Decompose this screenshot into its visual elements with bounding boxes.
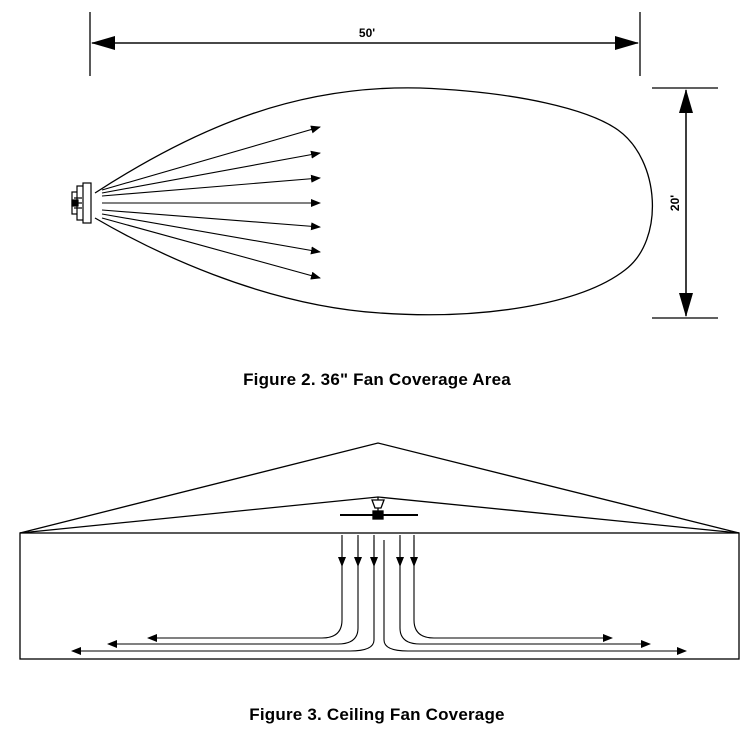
downdraft-arrows: [338, 535, 418, 567]
length-label: 50': [359, 26, 375, 40]
length-dimension: [89, 12, 641, 76]
figure2-diagram: 50' 20': [71, 12, 718, 319]
airflow-arrow: [101, 213, 321, 255]
airflow-path-left: [147, 540, 343, 642]
ceiling-fan-icon: [340, 497, 418, 520]
fan-unit-icon: [71, 182, 92, 224]
airflow-path-left: [71, 540, 375, 655]
airflow-path-right: [399, 540, 651, 648]
roof-outer: [19, 442, 740, 534]
airflow-path-left: [107, 540, 359, 648]
building-walls: [19, 532, 740, 660]
airflow-arrows: [101, 125, 321, 280]
airflow-path-right: [383, 540, 687, 655]
floor-airflow-paths: [71, 540, 687, 655]
figure3-diagram: [19, 442, 740, 660]
airflow-arrow: [101, 217, 321, 280]
airflow-arrow: [101, 150, 321, 194]
coverage-area-outline: [94, 87, 653, 316]
width-dimension: [652, 87, 718, 319]
airflow-arrow: [101, 125, 321, 191]
figure3-caption: Figure 3. Ceiling Fan Coverage: [249, 705, 505, 724]
airflow-arrow: [101, 209, 321, 231]
width-label: 20': [668, 195, 682, 211]
airflow-arrow: [101, 174, 321, 197]
airflow-path-right: [413, 540, 613, 642]
figure2-caption: Figure 2. 36" Fan Coverage Area: [243, 370, 511, 389]
